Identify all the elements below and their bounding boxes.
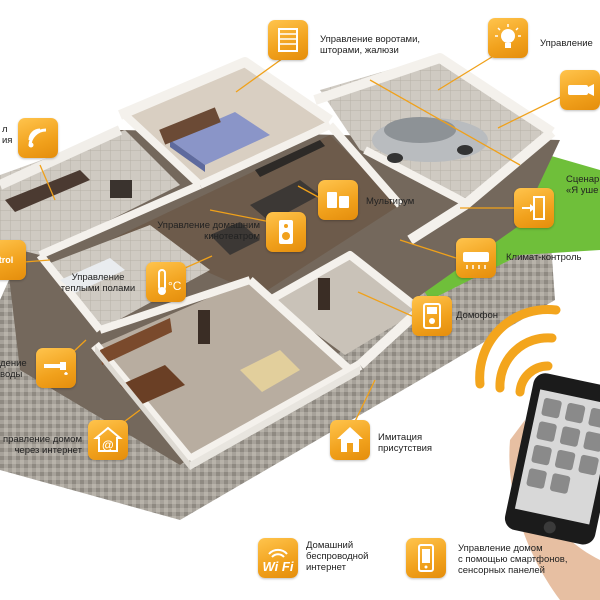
- svg-text:@: @: [102, 438, 114, 452]
- label-presence: Имитация присутствия: [378, 432, 433, 454]
- speaker-icon: [266, 212, 306, 252]
- control-icon-text: trol: [0, 255, 14, 265]
- label-climate: Климат-контроль: [506, 252, 582, 263]
- wifi-icon: Wi Fi: [258, 538, 298, 578]
- smartphone-panel-icon: [406, 538, 446, 578]
- label-internet-control: правление домом через интернет: [2, 434, 82, 456]
- wifi-signal-icon: [18, 118, 58, 158]
- car: [372, 117, 488, 163]
- bookshelf: [100, 318, 172, 365]
- water-leak-icon: [36, 348, 76, 388]
- kitchen-counter: [5, 170, 90, 212]
- label-floor-heating: Управление теплыми полами: [60, 272, 136, 294]
- label-intercom: Домофон: [456, 310, 498, 321]
- label-water: дение воды: [0, 358, 27, 380]
- intercom-icon: [412, 296, 452, 336]
- label-multiroom: Мультирум: [366, 196, 415, 207]
- thermometer-icon: °C: [146, 262, 186, 302]
- label-gates: Управление воротами, шторами, жалюзи: [320, 34, 421, 56]
- scenario-door-icon: [514, 188, 554, 228]
- label-security: л ия: [2, 124, 13, 146]
- internet-home-icon: @: [88, 420, 128, 460]
- camera-icon: [560, 70, 600, 110]
- multiroom-icon: [318, 180, 358, 220]
- label-scenarios: Сценар «Я уше: [566, 174, 600, 196]
- blinds-icon: [268, 20, 308, 60]
- climate-icon: [456, 238, 496, 278]
- label-wifi: Домашний беспроводной интернет: [306, 540, 369, 573]
- sofa: [210, 180, 320, 255]
- svg-text:°C: °C: [168, 279, 182, 293]
- bulb-icon: [488, 18, 528, 58]
- bed: [159, 107, 270, 172]
- control-panel-icon: trol: [0, 240, 26, 280]
- presence-house-icon: [330, 420, 370, 460]
- label-smartphone: Управление домом с помощью смартфонов, с…: [458, 543, 568, 576]
- label-home-theater: Управление домашним кинотеатром: [157, 220, 260, 242]
- label-light: Управление: [540, 38, 593, 49]
- wifi-icon-text: Wi Fi: [262, 558, 294, 574]
